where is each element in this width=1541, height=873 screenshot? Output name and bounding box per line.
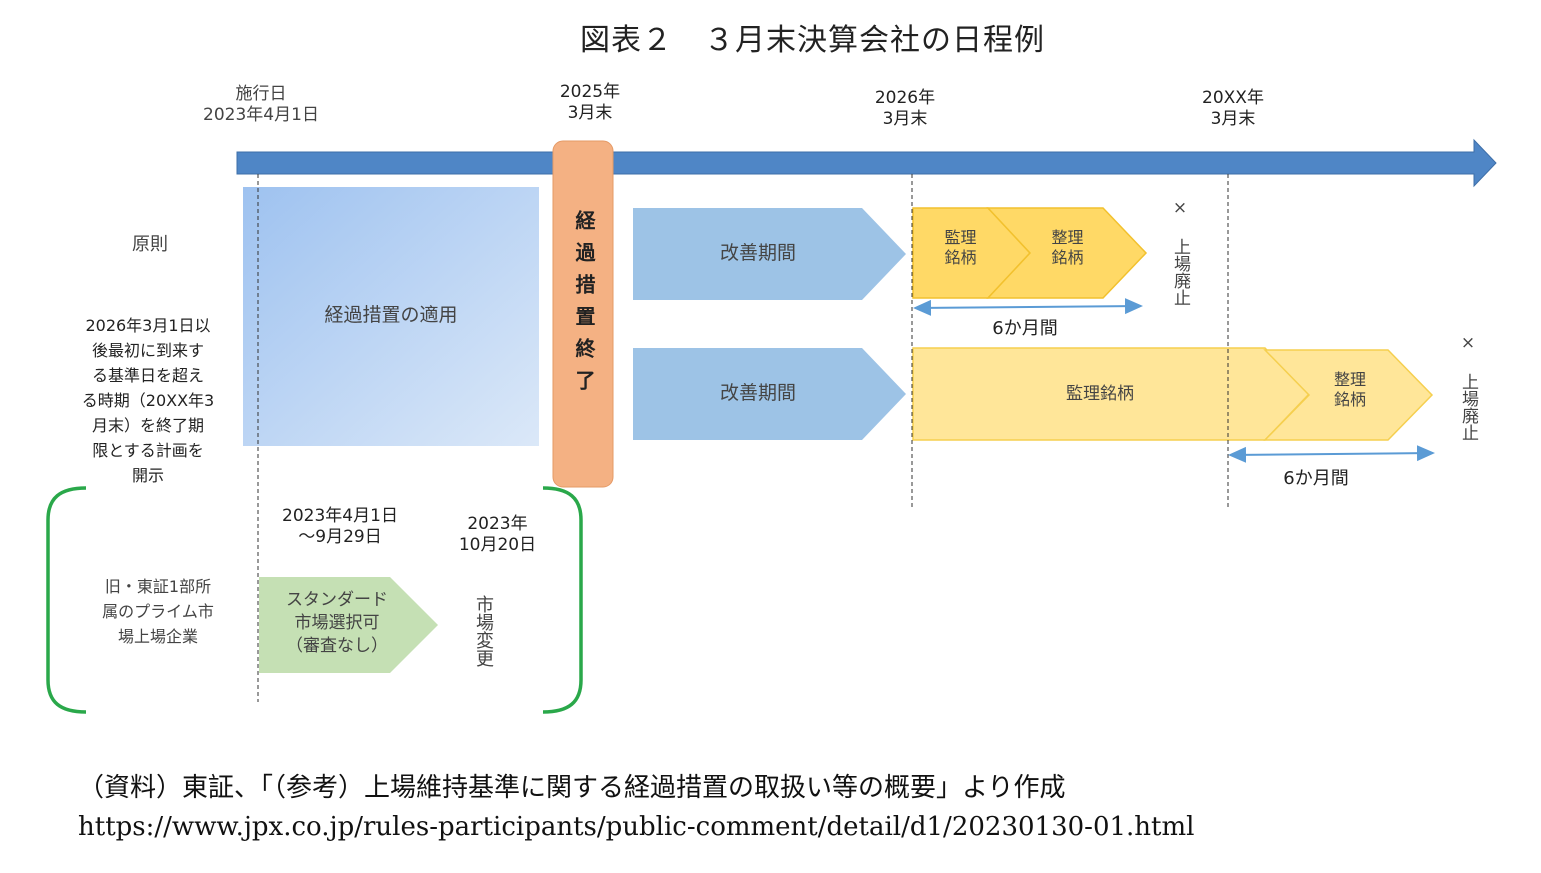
right-bracket [542,486,583,714]
six-months-arrow-1 [913,298,1143,316]
improvement-label-1: 改善期間 [719,242,796,264]
six-months-label-2: 6か月間 [1283,468,1349,489]
source-url: https://www.jpx.co.jp/rules-participants… [78,812,1195,842]
delisting-label-1: × 上場廃止 [1170,198,1190,306]
improvement-arrow-2 [633,348,906,440]
page-title: 図表２ ３月末決算会社の日程例 [580,23,1045,58]
improvement-label-2: 改善期間 [719,382,796,404]
former-first-section-label: 旧・東証1部所 属のプライム市 場上場企業 [102,577,214,646]
six-months-arrow-2 [1228,445,1435,463]
cleanup-label-2: 整理 銘柄 [1333,370,1366,409]
cleanup-label-1: 整理 銘柄 [1051,228,1084,267]
supervision-label-2: 監理銘柄 [1066,384,1134,404]
transition-end-label: 経過措置終了 [572,210,596,402]
delisting-label-2: × 上場廃止 [1458,333,1478,441]
transition-apply-label: 経過措置の適用 [324,304,458,326]
market-change-date-label: 2023年 10月20日 [458,514,537,556]
market-change-label: 市場変更 [473,595,494,667]
standard-select-chevron [259,577,438,673]
selection-period-label: 2023年4月1日 ～9月29日 [282,506,398,548]
standard-select-label: スタンダード 市場選択可 （審査なし） [286,590,388,656]
milestone-20xx-label: 20XX年 3月末 [1202,88,1264,130]
improvement-arrow-1 [633,208,906,300]
timeline-arrow [236,138,1497,188]
transition-end-pillar [552,140,614,488]
milestone-2025-label: 2025年 3月末 [559,82,621,124]
supervision-label-1: 監理 銘柄 [944,228,977,267]
plan-disclosure-label: 2026年3月1日以 後最初に到来す る基準日を超え る時期（20XX年3 月末… [81,316,215,485]
milestone-2026-label: 2026年 3月末 [874,88,936,130]
six-months-label-1: 6か月間 [992,318,1058,339]
transition-apply-block [243,187,539,446]
source-caption: （資料）東証、「（参考）上場維持基準に関する経過措置の取扱い等の概要」より作成 [78,773,1066,803]
principle-label: 原則 [132,234,168,255]
milestone-start-label: 施行日 2023年4月1日 [203,84,319,126]
left-bracket [46,486,87,714]
cleanup-chevron-1 [986,207,1148,299]
cleanup-chevron-2 [1263,349,1434,441]
